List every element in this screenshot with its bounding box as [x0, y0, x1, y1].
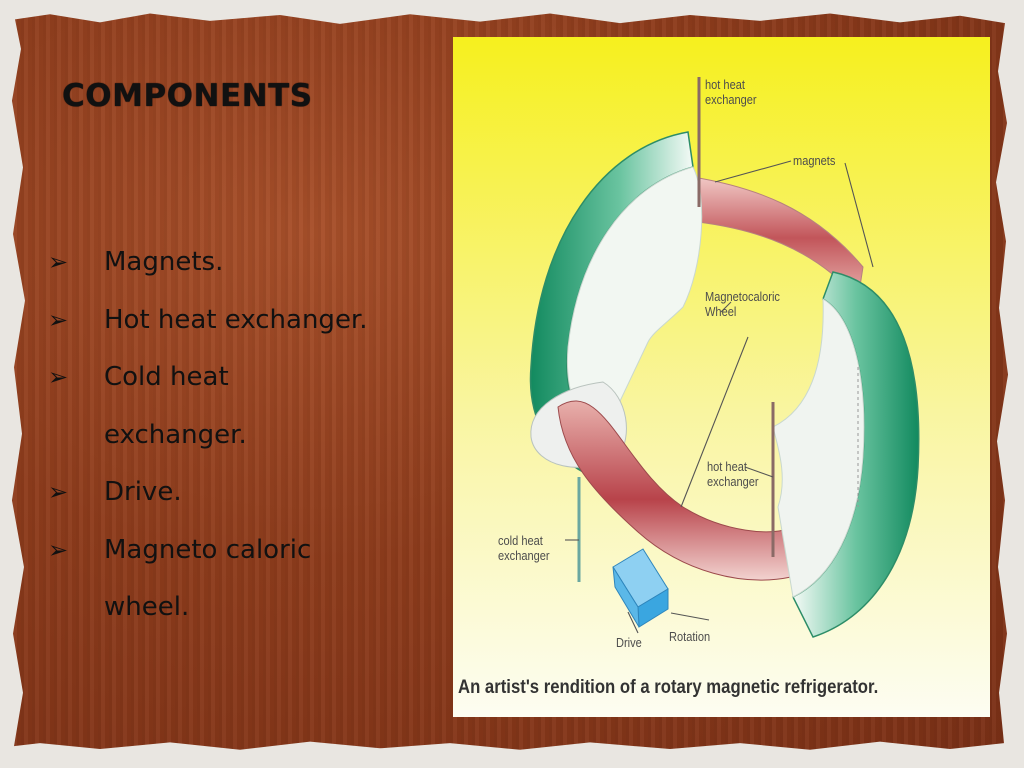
- list-item-text: Hot heat exchanger.: [104, 304, 368, 335]
- list-item-hot-heat-exchanger: ➢ Hot heat exchanger.: [48, 292, 448, 350]
- label-rotation: Rotation: [669, 629, 711, 644]
- label-magnetocaloric-wheel: Magnetocaloric Wheel: [705, 289, 780, 319]
- list-item-text-continued: exchanger.: [104, 419, 247, 450]
- list-item-text-continued: wheel.: [104, 592, 190, 622]
- label-cold-heat-exchanger: cold heat exchanger: [498, 533, 550, 563]
- list-item-magnetocaloric-wheel: ➢ Magneto caloric wheel.: [48, 522, 448, 637]
- label-hot-heat-exchanger-top: hot heat exchanger: [705, 77, 757, 107]
- list-item-drive: ➢ Drive.: [48, 464, 448, 522]
- refrigerator-figure: hot heat exchanger magnets Magnetocalori…: [453, 37, 990, 717]
- list-item-text: Magneto caloric: [104, 534, 312, 565]
- slide-title: COMPONENTS: [62, 78, 313, 114]
- arrow-bullet-icon: ➢: [48, 363, 69, 391]
- arrow-bullet-icon: ➢: [48, 478, 69, 506]
- figure-caption: An artist's rendition of a rotary magnet…: [458, 677, 879, 698]
- drive-block-icon: [612, 548, 669, 628]
- list-item-cold-heat-exchanger: ➢ Cold heat exchanger.: [48, 349, 448, 464]
- refrigerator-illustration: [453, 37, 990, 717]
- list-item-text: Drive.: [104, 477, 182, 507]
- label-hot-heat-exchanger-bottom: hot heat exchanger: [707, 459, 759, 489]
- list-item-text: Cold heat: [104, 362, 229, 392]
- label-drive: Drive: [616, 635, 642, 650]
- list-item-text: Magnets.: [104, 247, 224, 277]
- label-magnets: magnets: [793, 153, 836, 168]
- component-list: ➢ Magnets. ➢ Hot heat exchanger. ➢ Cold …: [48, 234, 448, 637]
- arrow-bullet-icon: ➢: [48, 535, 69, 564]
- list-item-magnets: ➢ Magnets.: [48, 234, 448, 292]
- arrow-bullet-icon: ➢: [48, 305, 69, 334]
- arrow-bullet-icon: ➢: [48, 248, 69, 276]
